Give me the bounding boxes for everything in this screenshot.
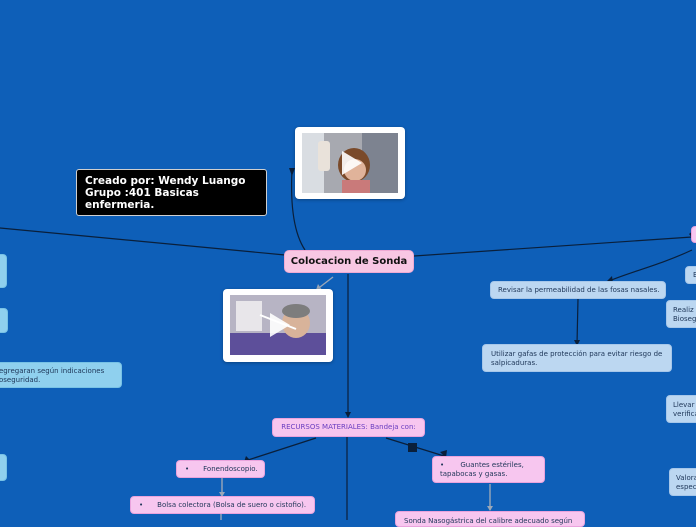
left-node-segregaran-line-2: oseguridad. bbox=[0, 376, 41, 384]
node-gafas[interactable]: Utilizar gafas de protección para evitar… bbox=[482, 344, 672, 372]
node-permeabilidad[interactable]: Revisar la permeabilidad de las fosas na… bbox=[490, 281, 666, 299]
video-top[interactable] bbox=[295, 127, 405, 199]
node-guantes-line-1-text: Guantes estériles, bbox=[460, 461, 524, 469]
node-bolsa[interactable]: • Bolsa colectora (Bolsa de suero o cist… bbox=[130, 496, 315, 514]
node-gafas-line-2: salpicaduras. bbox=[491, 359, 538, 367]
node-edge-llevar-line-2: verifica bbox=[673, 410, 696, 418]
left-node-segregaran[interactable]: egregaran según indicaciones oseguridad. bbox=[0, 362, 122, 388]
play-icon bbox=[342, 151, 362, 175]
bullet-icon: • bbox=[139, 500, 144, 509]
node-edge-e-label: E bbox=[693, 271, 696, 280]
node-fonendo-label: Fonendoscopio. bbox=[203, 464, 258, 473]
video-thumbnail bbox=[302, 133, 398, 193]
central-topic-label: Colocacion de Sonda bbox=[290, 256, 408, 267]
node-sonda-cut-label: Sonda Nasogástrica del calibre adecuado … bbox=[404, 517, 573, 525]
node-guantes-line-1: • Guantes estériles, bbox=[440, 461, 544, 470]
node-gafas-line-1: Utilizar gafas de protección para evitar… bbox=[491, 350, 663, 358]
node-edge-realiz-line-2: Biosegu bbox=[673, 315, 696, 323]
video-bottom[interactable] bbox=[223, 289, 333, 362]
central-topic[interactable]: Colocacion de Sonda bbox=[284, 250, 414, 273]
creator-line-1: Creado por: Wendy Luango bbox=[85, 175, 246, 187]
node-edge-e[interactable]: E bbox=[685, 266, 696, 284]
node-edge-valora[interactable]: Valora especi bbox=[669, 468, 696, 496]
node-fonendo[interactable]: • Fonendoscopio. bbox=[176, 460, 265, 478]
left-node-2[interactable] bbox=[0, 308, 8, 333]
node-edge-valora-line-1: Valora bbox=[676, 474, 696, 482]
node-edge-llevar-line-1: Llevar bbox=[673, 401, 695, 409]
node-bolsa-label: Bolsa colectora (Bolsa de suero o cistof… bbox=[157, 500, 307, 509]
creator-line-3: enfermeria. bbox=[85, 199, 155, 211]
node-sonda-cut[interactable]: Sonda Nasogástrica del calibre adecuado … bbox=[395, 511, 585, 527]
play-icon bbox=[270, 313, 290, 337]
node-edge-realiz-line-1: Realiz bbox=[673, 306, 694, 314]
creator-line-2: Grupo :401 Basicas bbox=[85, 187, 199, 199]
video-thumbnail bbox=[230, 295, 326, 355]
node-edge-llevar[interactable]: Llevar verifica bbox=[666, 395, 696, 423]
bullet-icon: • bbox=[440, 461, 445, 469]
bullet-icon: • bbox=[185, 464, 190, 473]
node-guantes[interactable]: • Guantes estériles, tapabocas y gasas. bbox=[432, 456, 545, 483]
right-branch-main[interactable] bbox=[691, 226, 696, 243]
creator-note[interactable]: Creado por: Wendy Luango Grupo :401 Basi… bbox=[76, 169, 267, 216]
node-recursos-label: RECURSOS MATERIALES: Bandeja con: bbox=[281, 423, 416, 431]
left-node-1[interactable] bbox=[0, 254, 7, 288]
left-node-4[interactable] bbox=[0, 454, 7, 481]
node-edge-valora-line-2: especi bbox=[676, 483, 696, 491]
node-permeabilidad-label: Revisar la permeabilidad de las fosas na… bbox=[498, 285, 660, 294]
left-node-segregaran-line-1: egregaran según indicaciones bbox=[0, 367, 105, 375]
node-recursos[interactable]: RECURSOS MATERIALES: Bandeja con: bbox=[272, 418, 425, 437]
node-guantes-line-2: tapabocas y gasas. bbox=[440, 470, 508, 478]
node-edge-realiz[interactable]: Realiz Biosegu bbox=[666, 300, 696, 328]
